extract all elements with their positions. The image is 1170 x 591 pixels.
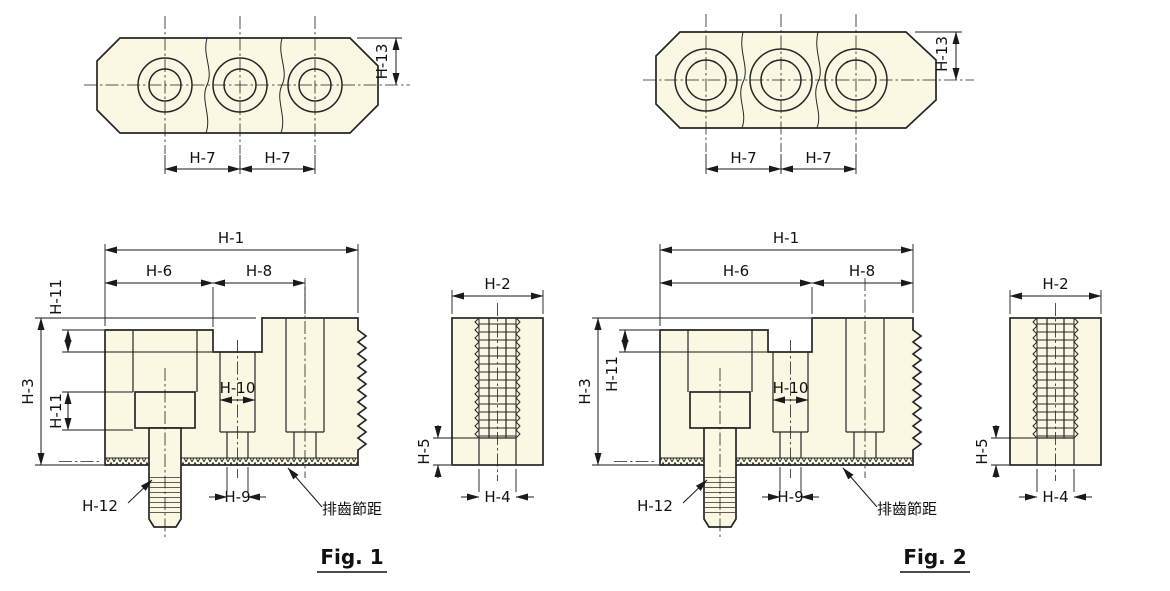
fig2-top-view: H-13 H-7 H-7: [643, 14, 974, 174]
fig2-serration-right-teeth: [1073, 317, 1079, 439]
dim-label-h12: H-12: [637, 497, 673, 515]
dim-label-h4: H-4: [1042, 488, 1068, 506]
dim-label-h1: H-1: [773, 229, 799, 247]
dim-label-h1: H-1: [218, 229, 244, 247]
fig1-end-view-extension-lines: [433, 290, 544, 492]
pitch-leader-line: [287, 467, 323, 508]
dim-label-h6: H-6: [146, 262, 172, 280]
dim-label-h7: H-7: [264, 149, 290, 167]
dim-label-h8: H-8: [246, 262, 272, 280]
fig2-main-view: H-1 H-6 H-8 H-3 H-11 H-10 H-9 H-12 排齒節距 …: [576, 229, 970, 573]
dim-label-h12: H-12: [82, 497, 118, 515]
dim-label-h4: H-4: [484, 488, 510, 506]
fig1-serration-left-teeth: [474, 317, 480, 439]
dim-label-h5: H-5: [973, 438, 991, 464]
fig1-end-view: H-2 H-5 H-4: [415, 275, 544, 506]
fig1-main-view: H-1 H-6 H-8 H-3 H-11 H-11 H-10 H-9 H-12 …: [19, 229, 387, 573]
dim-label-h3: H-3: [19, 378, 37, 404]
h12-leader-line: [682, 479, 708, 504]
dim-label-h7: H-7: [189, 149, 215, 167]
dim-label-h13: H-13: [373, 44, 391, 80]
fig2-top-view-centerlines: [643, 14, 974, 152]
fig2-top-view-break-lines: [740, 31, 821, 129]
dim-label-h11: H-11: [47, 393, 65, 429]
fig1-top-view-centerlines: [84, 16, 410, 154]
fig2-serration-left-teeth: [1032, 317, 1038, 439]
dim-label-h10: H-10: [220, 379, 256, 397]
dim-label-h11: H-11: [47, 279, 65, 315]
dim-label-h10: H-10: [773, 379, 809, 397]
fig2-end-view: H-2 H-5 H-4: [973, 275, 1102, 506]
dim-label-h6: H-6: [723, 262, 749, 280]
dim-label-h2: H-2: [1042, 275, 1068, 293]
dim-label-h7: H-7: [805, 149, 831, 167]
fig2-bottom-serration-band: [660, 458, 913, 465]
fig2-caption: Fig. 2: [903, 545, 966, 569]
tooth-pitch-label: 排齒節距: [877, 500, 937, 518]
dim-label-h9: H-9: [777, 488, 803, 506]
dim-label-h9: H-9: [224, 488, 250, 506]
fig2-end-view-extension-lines: [991, 290, 1102, 492]
fig1-bottom-serration-band: [105, 458, 358, 465]
fig1-top-view-extension-lines: [164, 37, 402, 174]
fig1-top-view: H-13 H-7 H-7: [84, 16, 410, 174]
dim-label-h2: H-2: [484, 275, 510, 293]
tooth-pitch-label: 排齒節距: [322, 500, 382, 518]
dim-label-h5: H-5: [415, 438, 433, 464]
dim-label-h8: H-8: [849, 262, 875, 280]
fig2-top-view-extension-lines: [705, 31, 962, 174]
dim-label-h11: H-11: [603, 356, 621, 392]
dim-label-h13: H-13: [933, 36, 951, 72]
dim-label-h3: H-3: [576, 378, 594, 404]
h12-leader-line: [127, 479, 153, 504]
fig1-serration-right-teeth: [515, 317, 521, 439]
dim-label-h7: H-7: [730, 149, 756, 167]
fig1-main-centerlines: [59, 278, 306, 540]
pitch-leader-line: [842, 467, 878, 508]
fig1-caption: Fig. 1: [320, 545, 383, 569]
fig1-top-view-outline: [96, 37, 379, 134]
fig2-main-centerlines: [614, 278, 866, 540]
